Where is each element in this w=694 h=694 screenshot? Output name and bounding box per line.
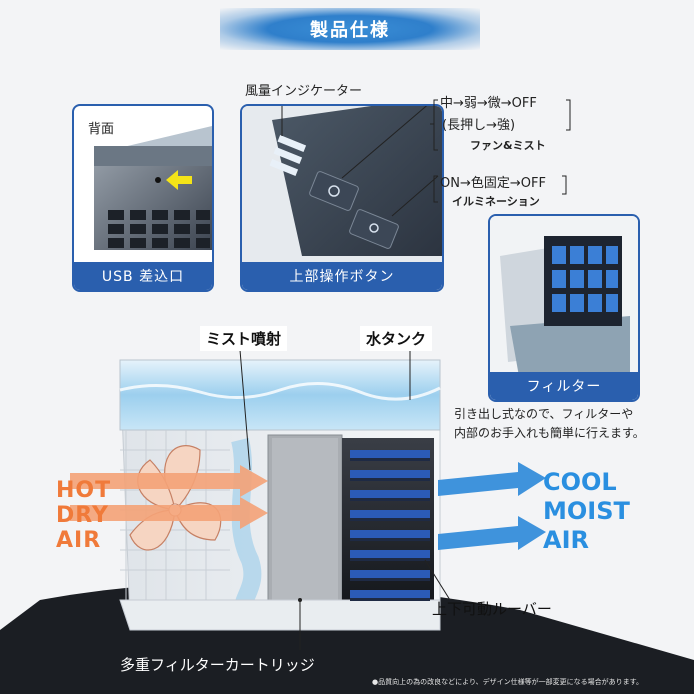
filter-note-line-2: 内部のお手入れも簡単に行えます。 — [454, 426, 645, 440]
wind-indicator-label: 風量インジケーター — [245, 84, 363, 99]
hot-dry-air-label: HOT DRY AIR — [56, 478, 111, 553]
back-panel: 背面 USB 差込口 — [72, 104, 214, 292]
louver-vane — [350, 510, 430, 521]
dry-label: DRY — [56, 503, 109, 528]
spec-brackets — [430, 99, 571, 203]
filter-illustration — [490, 216, 638, 400]
fan-long-press: (長押し→強) — [442, 118, 516, 133]
title-banner: 製品仕様 — [220, 8, 480, 50]
callout-lines — [281, 106, 439, 217]
fan-sequence: 中→弱→微→OFF — [440, 96, 537, 111]
mist-label: ミスト噴射 — [200, 326, 288, 351]
top-control-panel: 上部操作ボタン — [240, 104, 444, 292]
cool-air-arrows — [438, 462, 546, 550]
air-label: AIR — [56, 528, 102, 553]
top-panel-caption: 上部操作ボタン — [242, 262, 442, 290]
cartridge-label: 多重フィルターカートリッジ — [120, 656, 315, 674]
filter-panel-caption: フィルター — [490, 372, 638, 400]
footnote: ●品質向上の為の改良などにより、デザイン仕様等が一部変更になる場合があります。 — [372, 678, 643, 686]
louver-label: 上下可動ルーバー — [432, 600, 552, 618]
illumination-label: イルミネーション — [452, 195, 540, 208]
louver-vane — [350, 590, 430, 601]
filter-panel: フィルター — [488, 214, 640, 402]
louver-vane — [350, 450, 430, 461]
light-sequence: ON→色固定→OFF — [440, 176, 546, 191]
hot-air-arrows — [70, 465, 268, 529]
louver-vane — [350, 530, 430, 541]
water-tank-label: 水タンク — [360, 326, 433, 351]
hot-label: HOT — [56, 478, 112, 503]
moist-label: MOIST — [543, 497, 630, 525]
louver-vane — [350, 470, 430, 481]
back-panel-label: 背面 — [88, 122, 115, 137]
filter-note-line-1: 引き出し式なので、フィルターや — [454, 407, 634, 421]
cool-label: COOL — [543, 468, 617, 496]
louver-vane — [350, 550, 430, 561]
page-title: 製品仕様 — [310, 20, 390, 41]
louver-vane — [350, 570, 430, 581]
back-panel-caption: USB 差込口 — [74, 262, 212, 290]
filter-note: 引き出し式なので、フィルターや 内部のお手入れも簡単に行えます。 — [454, 405, 645, 443]
device-back-illustration — [94, 126, 212, 250]
louver-vanes — [350, 450, 430, 610]
control-panel-illustration — [242, 106, 442, 290]
cool-air-label: AIR — [543, 526, 589, 554]
fan-mist-label: ファン&ミスト — [470, 139, 546, 152]
louver-vane — [350, 490, 430, 501]
cool-moist-air-label: COOL MOIST AIR — [543, 468, 630, 555]
